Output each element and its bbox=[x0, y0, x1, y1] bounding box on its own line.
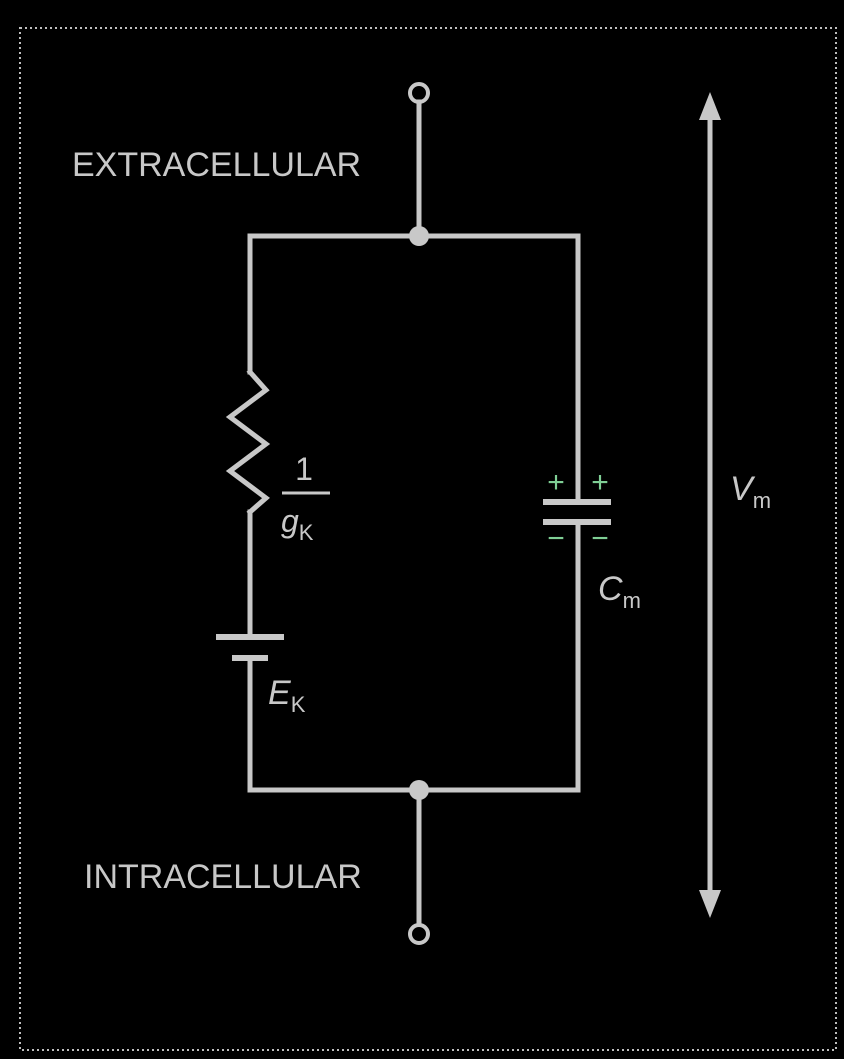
capacitor-plus-left: + bbox=[547, 466, 565, 499]
dotted-frame bbox=[19, 27, 837, 1051]
capacitor-symbol: C bbox=[598, 570, 623, 608]
resistor bbox=[225, 368, 271, 516]
resistor-denominator: gK bbox=[281, 503, 314, 545]
voltage-label: Vm bbox=[730, 470, 771, 513]
resistor-numerator: 1 bbox=[295, 451, 313, 487]
resistor-denominator-subscript: K bbox=[299, 520, 314, 545]
battery-label: EK bbox=[268, 674, 306, 717]
extracellular-label: EXTRACELLULAR bbox=[72, 146, 361, 184]
capacitor-subscript: m bbox=[623, 588, 641, 613]
resistor-denominator-symbol: g bbox=[281, 503, 299, 539]
battery-subscript: K bbox=[291, 692, 306, 717]
capacitor-minus-right: − bbox=[591, 522, 609, 555]
voltage-symbol: V bbox=[730, 470, 756, 508]
bottom-terminal bbox=[408, 923, 430, 945]
capacitor-minus-left: − bbox=[547, 522, 565, 555]
capacitor-label: Cm bbox=[598, 570, 641, 613]
voltage-arrow-head-up bbox=[699, 92, 721, 120]
battery-symbol: E bbox=[268, 674, 291, 712]
voltage-subscript: m bbox=[753, 488, 771, 513]
intracellular-label: INTRACELLULAR bbox=[84, 858, 362, 896]
capacitor-plus-right: + bbox=[591, 466, 609, 499]
top-terminal bbox=[408, 82, 430, 104]
voltage-arrow-head-down bbox=[699, 890, 721, 918]
